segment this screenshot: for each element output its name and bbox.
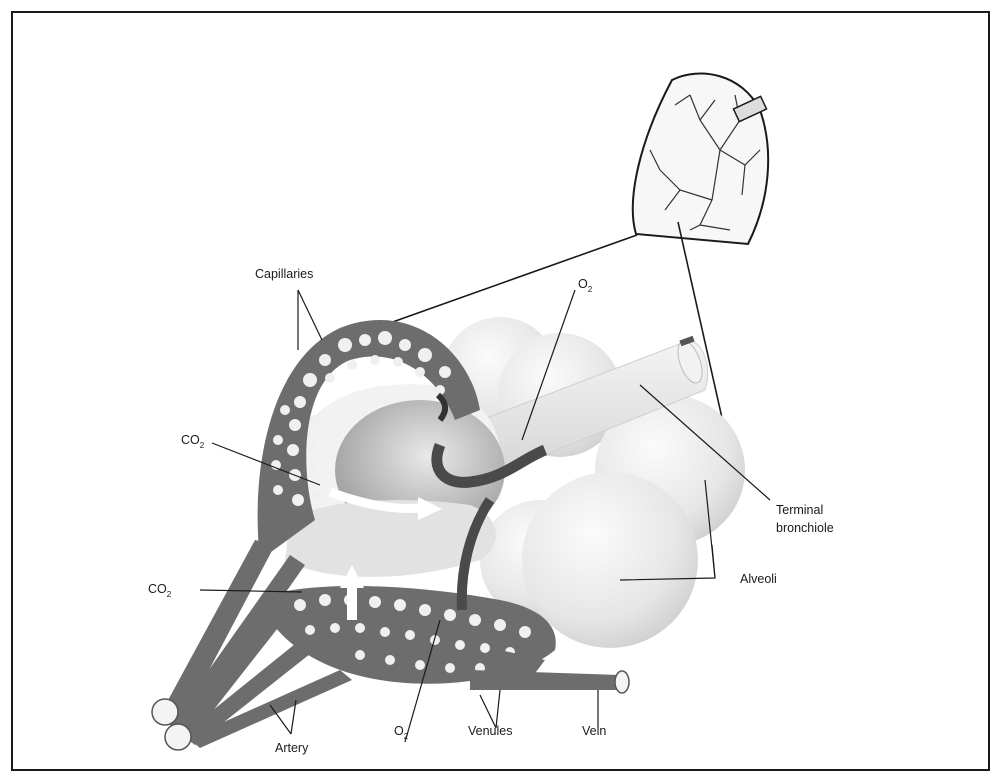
label-capillaries: Capillaries — [255, 267, 313, 281]
label-venules: Venules — [468, 724, 512, 738]
label-alveoli: Alveoli — [740, 572, 777, 586]
label-bronchiole: bronchiole — [776, 521, 834, 535]
lung-icon — [633, 73, 768, 244]
label-vein: Vein — [582, 724, 606, 738]
label-co2-lower: CO2 — [148, 582, 172, 599]
label-o2-top: O2 — [578, 277, 593, 294]
vein-end — [615, 671, 629, 693]
label-artery: Artery — [275, 741, 309, 755]
label-terminal: Terminal — [776, 503, 823, 517]
label-o2-bottom: O2 — [394, 724, 409, 741]
label-co2-upper: CO2 — [181, 433, 205, 450]
